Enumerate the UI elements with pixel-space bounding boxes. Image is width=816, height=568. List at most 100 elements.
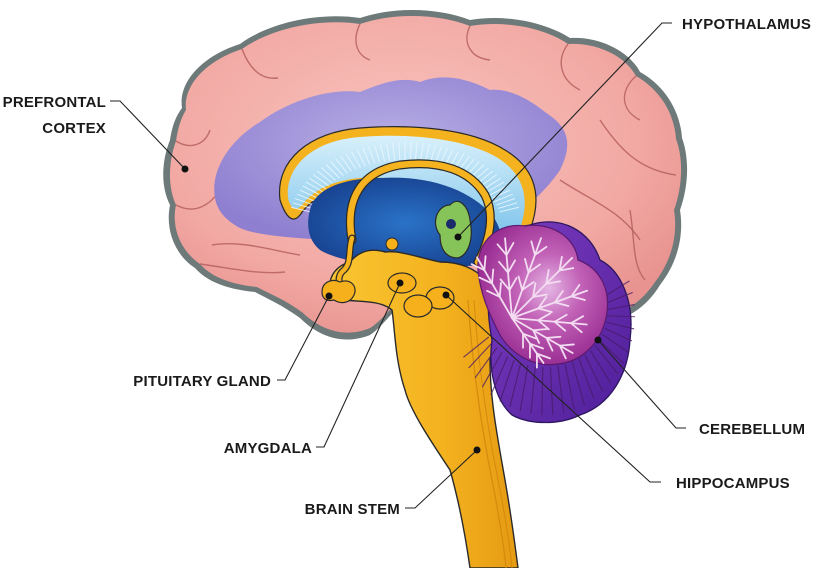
callosum-fiber <box>498 202 518 209</box>
folium-line <box>598 339 625 364</box>
arbor-branch <box>511 317 574 354</box>
arbor-twig <box>558 267 575 272</box>
folium-line <box>468 342 493 369</box>
callosum-fiber <box>340 155 353 172</box>
callosum-fiber <box>368 146 376 164</box>
arbor-twig <box>536 352 551 360</box>
callosum-fiber <box>309 177 326 190</box>
arbor-twig <box>570 284 581 298</box>
callosum-fiber <box>496 197 516 206</box>
arbor-branch <box>511 317 588 326</box>
callosum-fiber <box>316 170 333 184</box>
callosum-fiber <box>373 144 381 163</box>
marker-hippocampus <box>442 291 450 299</box>
callosum-fiber <box>297 193 316 202</box>
arbor-twig <box>483 255 487 272</box>
sulcus <box>623 75 641 121</box>
marker-hypothalamus <box>454 233 462 241</box>
arbor-twig <box>570 315 585 325</box>
arbor-twig <box>498 260 509 274</box>
arbor-twig <box>537 296 548 310</box>
callosum-fiber <box>299 189 318 199</box>
arbor-twig <box>470 263 486 272</box>
arbor-twig <box>545 337 554 352</box>
arbor-twig <box>530 240 536 256</box>
callosum-fiber <box>494 193 513 202</box>
arbor-twig <box>558 344 567 360</box>
arbor-twig <box>532 282 537 298</box>
cerebellum-folia <box>463 280 636 415</box>
folium-line <box>463 336 490 358</box>
arbor-twig <box>532 293 548 298</box>
callosum-fiber <box>386 142 391 161</box>
callosum-fiber <box>379 143 386 162</box>
sulcus <box>466 25 491 61</box>
arbor-twig <box>553 313 568 323</box>
arbor-twig <box>521 281 535 291</box>
arbor-branch <box>504 237 513 319</box>
callosum-fiber <box>414 142 418 161</box>
folium-line <box>602 334 629 353</box>
arbor-twig <box>537 312 552 322</box>
arbor-twig <box>537 319 550 331</box>
folium-line <box>499 359 515 402</box>
folium-line <box>605 291 633 304</box>
callosum-fiber <box>480 174 497 187</box>
arbor-branch <box>476 256 513 319</box>
callosum-fiber <box>362 147 371 165</box>
folium-line <box>564 364 575 410</box>
callosum-fibers <box>290 142 520 213</box>
label-brain-stem: BRAIN STEM <box>305 501 400 518</box>
folium-line <box>578 358 595 400</box>
arbor-twig <box>537 307 553 313</box>
marker-prefrontal <box>181 165 189 173</box>
arbor-twig <box>505 242 515 256</box>
callosum-fiber <box>398 142 401 161</box>
callosum-fiber <box>305 181 324 193</box>
arbor-twig <box>498 281 502 298</box>
leader-amygdala <box>316 282 401 448</box>
sulcus <box>355 23 371 61</box>
arbor-twig <box>508 277 518 292</box>
arbor-twig <box>499 278 511 292</box>
callosum-fiber <box>484 177 501 190</box>
callosum-fiber <box>356 149 366 167</box>
leader-pituitary <box>277 295 330 381</box>
arbor-vitae <box>470 237 589 369</box>
arbor-branch <box>511 317 545 364</box>
arbor-twig <box>522 332 538 340</box>
folium-line <box>571 361 585 406</box>
arbor-twig <box>545 280 561 285</box>
arbor-twig <box>491 268 495 285</box>
label-hypothalamus: HYPOTHALAMUS <box>682 16 811 33</box>
folium-line <box>541 366 544 415</box>
hypothalamus <box>435 200 472 259</box>
folium-line <box>604 327 633 342</box>
arbor-twig <box>517 275 524 291</box>
arbor-twig <box>534 245 548 256</box>
folium-line <box>549 366 554 415</box>
marker-amygdala <box>396 279 404 287</box>
label-prefrontal-cortex-line2: CORTEX <box>42 120 106 137</box>
leader-brain-stem <box>405 449 478 509</box>
arbor-twig <box>558 343 575 347</box>
callosum-fiber <box>409 142 412 161</box>
label-hippocampus: HIPPOCAMPUS <box>676 475 790 492</box>
sulcus <box>599 119 677 176</box>
arbor-twig <box>558 255 563 272</box>
folium-line <box>606 315 636 318</box>
label-pituitary-gland: PITUITARY GLAND <box>133 373 271 390</box>
leader-cerebellum <box>597 339 686 429</box>
arbor-twig <box>507 259 516 274</box>
callosum-fiber <box>424 143 431 162</box>
folium-line <box>482 352 503 388</box>
sulcus <box>199 263 286 274</box>
marker-cerebellum <box>594 336 602 344</box>
arbor-twig <box>486 289 501 298</box>
arbor-twig <box>570 322 583 334</box>
cerebellum <box>463 221 636 424</box>
callosum-fiber <box>330 161 344 176</box>
folium-line <box>519 364 529 412</box>
arbor-twig <box>545 269 550 285</box>
folium-line <box>490 356 509 396</box>
